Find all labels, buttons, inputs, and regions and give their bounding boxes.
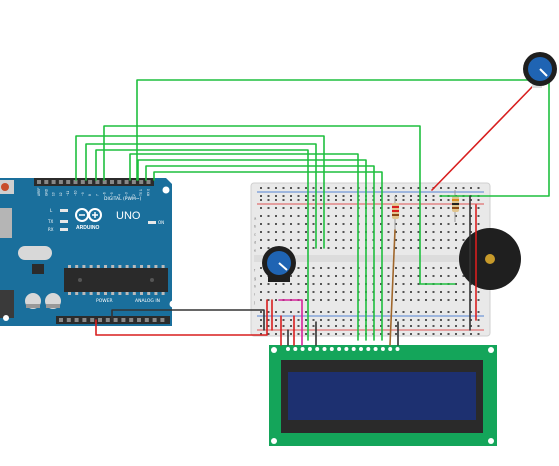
usb-port	[0, 208, 12, 238]
pin-label: ~11	[66, 191, 70, 196]
arduino-logo-icon	[75, 208, 102, 222]
wire-red[interactable]	[431, 85, 534, 191]
model-label: UNO	[116, 210, 141, 222]
pin-label: ~3	[125, 192, 129, 196]
row-letter: a	[254, 216, 257, 221]
lcd-pins[interactable]	[286, 347, 400, 351]
wire-brown[interactable]	[389, 229, 396, 346]
resistor-icon[interactable]	[452, 190, 459, 222]
lcd-16x2[interactable]	[269, 345, 497, 446]
wire-green[interactable]	[85, 143, 317, 249]
tx-label: TX	[47, 219, 53, 224]
row-letter: h	[254, 284, 256, 289]
pin-label: GND	[44, 188, 48, 196]
row-letter: i	[254, 292, 255, 297]
l-led	[60, 209, 68, 212]
row-letter: f	[254, 268, 256, 273]
crystal-icon	[18, 246, 52, 260]
pin-label: 12	[59, 192, 63, 196]
on-led	[148, 221, 156, 224]
potentiometer-icon[interactable]	[262, 246, 296, 282]
pin-label: AREF	[37, 187, 41, 196]
wire-green[interactable]	[137, 159, 367, 341]
l-label: L	[50, 208, 53, 213]
pin-label: ~6	[103, 192, 107, 196]
tx-led	[60, 220, 68, 223]
row-letter: j	[253, 300, 255, 305]
wire-green[interactable]	[75, 135, 325, 249]
arduino-uno[interactable]: L TX RX ON UNO ARDUINO DIGITAL (PWM~) PO…	[0, 178, 177, 326]
pin-label: 13	[52, 192, 56, 196]
pin-label: 2	[132, 194, 136, 196]
wire-green[interactable]	[439, 77, 550, 197]
resistor-icon[interactable]	[392, 196, 399, 230]
row-letter: b	[254, 224, 257, 229]
wire-green[interactable]	[129, 153, 359, 341]
wire-green[interactable]	[145, 165, 375, 341]
pin-label: 8	[88, 194, 92, 196]
wire-green[interactable]	[153, 171, 383, 341]
digital-label: DIGITAL (PWM~)	[104, 196, 142, 202]
row-letter: c	[254, 232, 256, 237]
row-letter: d	[254, 240, 256, 245]
analog-label: ANALOG IN	[135, 298, 160, 304]
pin-label: ~10	[74, 190, 78, 196]
lcd-screen	[288, 372, 476, 420]
pin-label: ~5	[110, 192, 114, 196]
row-letter: g	[254, 276, 256, 281]
wire-green[interactable]	[95, 149, 309, 341]
wire-green[interactable]	[136, 79, 541, 181]
rx-led	[60, 228, 68, 231]
potentiometer-icon[interactable]	[523, 52, 557, 88]
pin-label: TX 1	[139, 189, 143, 196]
wires[interactable]	[75, 77, 550, 346]
brand-label: ARDUINO	[76, 225, 99, 231]
pin-label: ~9	[81, 192, 85, 196]
row-letter: e	[254, 248, 257, 253]
wire-pink[interactable]	[278, 299, 303, 346]
rx-label: RX	[48, 227, 54, 232]
on-label: ON	[158, 220, 164, 225]
pin-label: 7	[95, 194, 99, 196]
piezo-buzzer-icon[interactable]	[459, 228, 521, 290]
power-analog-header-pins[interactable]	[59, 318, 165, 322]
power-label: POWER	[96, 298, 113, 304]
wire-black[interactable]	[111, 309, 265, 331]
digital-header-pins[interactable]	[37, 180, 151, 184]
pin-label: 4	[117, 194, 121, 196]
power-jack	[0, 290, 14, 318]
pin-label: RX 0	[147, 189, 151, 196]
wire-red[interactable]	[95, 299, 268, 336]
